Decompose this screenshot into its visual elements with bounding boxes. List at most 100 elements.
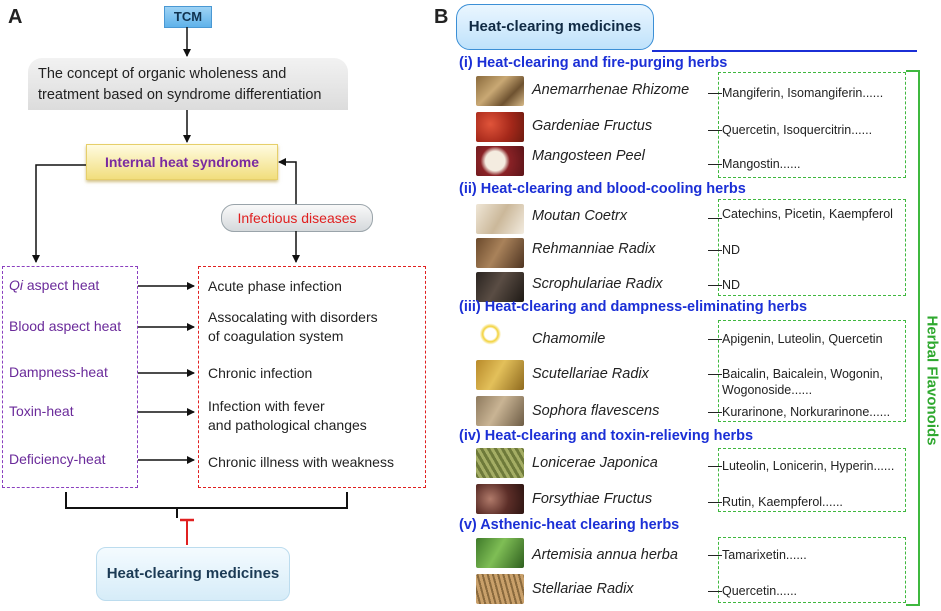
tick-rehmanniae [708,250,722,251]
comp-moutan: Catechins, Picetin, Kaempferol [722,207,893,221]
herb-sophora: Sophora flavescens [532,403,660,419]
effect-coagulation-line1: Assocalating with disorders [208,309,378,325]
tick-gardeniae [708,130,722,131]
herb-image-rehmanniae [476,238,524,268]
herb-scutellariae: Scutellariae Radix [532,366,649,382]
comp-scrophulariae: ND [722,278,741,292]
concept-box: The concept of organic wholeness and tre… [28,58,348,110]
flavonoid-box-iv [718,448,906,512]
flavonoid-box-v [718,537,906,603]
aspect-toxin: Toxin-heat [9,403,74,419]
concept-line-2: treatment based on syndrome differentiat… [38,87,322,103]
internal-heat-box: Internal heat syndrome [86,144,278,180]
tick-artemisia [708,555,722,556]
panel-a-arrows [32,27,348,545]
effect-fever-line2: and pathological changes [208,417,367,433]
category-v-label: (v) Asthenic-heat clearing herbs [459,517,680,533]
herb-image-mangosteen [476,146,524,176]
herb-moutan: Moutan Coetrx [532,208,628,224]
herb-scrophulariae: Scrophulariae Radix [532,276,663,292]
flavonoid-bracket-top [906,70,919,72]
herb-artemisia: Artemisia annua herba [532,547,678,563]
herb-image-scutellariae [476,360,524,390]
heat-clearing-medicines-box-b: Heat-clearing medicines [456,4,654,50]
herb-gardeniae: Gardeniae Fructus [532,118,653,134]
tick-anemarrhenae [708,93,722,94]
comp-lonicerae: Luteolin, Lonicerin, Hyperin...... [722,459,895,473]
panel-b-letter: B [434,6,449,28]
tick-mangosteen [708,164,722,165]
comp-mangosteen: Mangostin...... [722,157,801,171]
tick-chamomile [708,339,722,340]
comp-artemisia: Tamarixetin...... [722,548,807,562]
herb-image-moutan [476,204,524,234]
comp-scutellariae: Baicalin, Baicalein, Wogonin, Wogonoside.… [722,366,883,398]
effect-coagulation-line2: of coagulation system [208,328,344,344]
effect-coagulation: Assocalating with disorders of coagulatio… [208,308,378,346]
tick-stellariae [708,591,722,592]
category-iv-label: (iv) Heat-clearing and toxin-relieving h… [459,428,754,444]
herb-chamomile: Chamomile [532,331,606,347]
category-i-label: (i) Heat-clearing and fire-purging herbs [459,55,728,71]
herb-image-forsythiae [476,484,524,514]
aspect-deficiency: Deficiency-heat [9,451,106,467]
tick-sophora [708,412,722,413]
herb-image-scrophulariae [476,272,524,302]
herb-mangosteen: Mangosteen Peel [532,148,645,164]
effect-weakness: Chronic illness with weakness [208,453,394,472]
effect-chronic: Chronic infection [208,364,312,383]
aspect-qi-rest: aspect heat [23,277,100,293]
effect-acute-line1: Acute phase infection [208,278,342,294]
category-ii-label: (ii) Heat-clearing and blood-cooling her… [459,181,746,197]
clinical-features-box [198,266,426,488]
tick-lonicerae [708,466,722,467]
herbal-flavonoids-label: Herbal Flavonoids [923,315,941,446]
effect-fever-line1: Infection with fever [208,398,325,414]
aspect-qi: Qi aspect heat [9,277,99,293]
panel-a-letter: A [8,6,23,28]
aspect-dampness: Dampness-heat [9,364,108,380]
heat-aspects-box [2,266,138,488]
flavonoid-box-ii [718,199,906,296]
flavonoid-box-i [718,72,906,178]
herb-image-gardeniae [476,112,524,142]
comp-scutellariae-line2: Wogonoside...... [722,383,813,397]
aspect-blood: Blood aspect heat [9,318,122,334]
arrow-infect-internal [278,158,297,204]
flavonoid-bracket-line [918,70,920,606]
effect-chronic-line1: Chronic infection [208,365,313,381]
title-underline [652,50,917,52]
herb-forsythiae: Forsythiae Fructus [532,491,653,507]
herb-image-anemarrhenae [476,76,524,106]
herb-image-chamomile [476,322,524,352]
herb-image-stellariae [476,574,524,604]
herbal-flavonoids-label-wrap: Herbal Flavonoids [922,262,941,502]
flavonoid-box-iii [718,320,906,422]
tick-forsythiae [708,502,722,503]
herb-image-sophora [476,396,524,426]
effect-fever: Infection with fever and pathological cha… [208,397,367,435]
herb-image-artemisia [476,538,524,568]
flavonoid-bracket-bottom [906,604,919,606]
comp-stellariae: Quercetin...... [722,584,798,598]
herb-image-lonicerae [476,448,524,478]
tick-scutellariae [708,374,722,375]
herb-lonicerae: Lonicerae Japonica [532,455,658,471]
effect-acute: Acute phase infection [208,277,342,296]
comp-forsythiae: Rutin, Kaempferol...... [722,495,843,509]
category-iii-label: (iii) Heat-clearing and dampness-elimina… [459,299,808,315]
infectious-diseases-box: Infectious diseases [221,204,373,232]
comp-gardeniae: Quercetin, Isoquercitrin...... [722,123,873,137]
tick-scrophulariae [708,285,722,286]
arrow-internal-aspects [32,164,86,263]
tcm-box: TCM [164,6,212,28]
tick-moutan [708,218,722,219]
comp-anemarrhenae: Mangiferin, Isomangiferin...... [722,86,884,100]
aspect-qi-italic: Qi [9,277,23,293]
bracket-bottom [65,492,348,509]
herb-stellariae: Stellariae Radix [532,581,634,597]
comp-chamomile: Apigenin, Luteolin, Quercetin [722,332,883,346]
comp-scutellariae-line1: Baicalin, Baicalein, Wogonin, [722,367,883,381]
concept-line-1: The concept of organic wholeness and [38,66,287,82]
herb-rehmanniae: Rehmanniae Radix [532,241,656,257]
